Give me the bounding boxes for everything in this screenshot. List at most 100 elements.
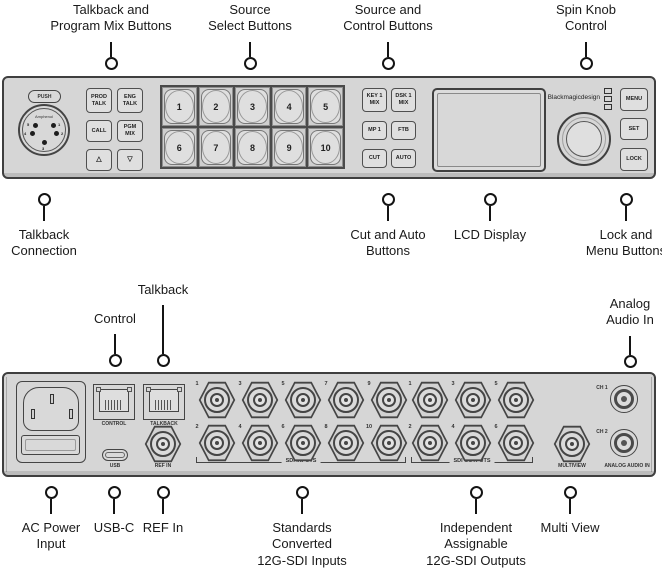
source-button-10: 10 (310, 130, 341, 165)
sdi-output-number: 1 (408, 381, 412, 387)
bnc-ring (247, 430, 273, 456)
callout-dot (156, 354, 170, 368)
callout-label: Multi View (540, 520, 600, 535)
callout-talkback-connection: Talkback Connection (0, 193, 88, 260)
bnc-center-pin (301, 398, 305, 402)
xlr-pin (42, 140, 47, 145)
bnc-center-pin (387, 398, 391, 402)
xlr-pin (33, 123, 38, 128)
bnc-ring (503, 430, 529, 456)
source-control-button-group: KEY 1 MIX DSK 1 MIX MP 1 FTB CUT AUTO (362, 88, 416, 168)
bnc-ring (290, 387, 316, 413)
callout-label: Analog Audio In (606, 296, 654, 328)
sdi-input-number: 4 (238, 424, 242, 430)
callout-dot (469, 486, 483, 499)
source-button-3: 3 (237, 89, 268, 124)
sdi-input-connector-9 (370, 381, 408, 419)
callout-label: USB-C (93, 520, 135, 535)
xlr-pin (54, 131, 59, 136)
front-panel: PUSH Amphenol 5 1 4 2 3 PROD TALK ENG TA… (2, 76, 656, 179)
talkback-button-group: PROD TALK ENG TALK CALL PGM MIX △ ▽ (86, 88, 143, 171)
callout-label: Source and Control Buttons (343, 2, 433, 34)
source-button-ring (238, 131, 267, 164)
sdi-output-number: 2 (408, 424, 412, 430)
callout-multi-view: Multi View (525, 486, 615, 536)
callout-line (113, 499, 115, 514)
bnc-center-pin (344, 441, 348, 445)
source-button-ring (165, 90, 194, 123)
callout-line (301, 499, 303, 514)
analog-audio-ch1-jack (610, 385, 638, 413)
pgm-mix-button: PGM MIX (117, 120, 143, 142)
bnc-center-pin (570, 442, 574, 446)
callout-dot (563, 486, 577, 499)
source-button-2: 2 (200, 89, 232, 124)
callout-line (162, 499, 164, 514)
callout-dot (619, 193, 633, 206)
source-button-label: 10 (320, 142, 331, 153)
bnc-ring (204, 430, 230, 456)
ch2-label: CH 2 (596, 429, 608, 435)
source-button-label: 7 (213, 142, 219, 153)
source-button-cell: 8 (235, 128, 270, 167)
sdi-output-connector-2 (411, 424, 449, 462)
callout-cut-auto: Cut and Auto Buttons (338, 193, 438, 260)
callout-dot (381, 193, 395, 206)
callout-label: Source Select Buttons (208, 2, 292, 34)
source-button-ring (311, 131, 340, 164)
usb-c-port (102, 449, 128, 461)
fuse-drawer-inner (25, 439, 76, 451)
callout-line (50, 499, 52, 514)
callout-spin-knob: Spin Knob Control (506, 2, 662, 70)
xlr-inner-ring (22, 108, 66, 152)
bnc-center-pin (161, 442, 165, 446)
cut-button: CUT (362, 149, 387, 168)
sdi-output-connector-4 (454, 424, 492, 462)
panel-edge-line (651, 377, 652, 472)
multiview-connector (553, 425, 591, 463)
sdi-input-connector-1 (198, 381, 236, 419)
callout-label: Talkback (137, 282, 189, 297)
spin-knob (557, 112, 611, 166)
ftb-button: FTB (391, 121, 416, 140)
source-button-label: 9 (286, 142, 292, 153)
bnc-ring (417, 387, 443, 413)
talkback-ethernet-port (143, 384, 185, 420)
sdi-input-connector-4 (241, 424, 279, 462)
callout-label: Independent Assignable 12G-SDI Outputs (426, 520, 526, 568)
key1-mix-button: KEY 1 MIX (362, 88, 387, 112)
bnc-center-pin (514, 441, 518, 445)
callout-line (585, 41, 587, 57)
xlr-pin (51, 123, 56, 128)
logo-square (604, 104, 612, 110)
source-button-1: 1 (164, 89, 195, 124)
multiview-label: MULTIVIEW (558, 463, 586, 469)
xlr-pin-number: 3 (42, 146, 45, 151)
sdi-input-connector-8 (327, 424, 365, 462)
source-button-ring (311, 90, 340, 123)
sdi-output-connector-6 (497, 424, 535, 462)
callout-sdi-outputs: Independent Assignable 12G-SDI Outputs (406, 486, 546, 569)
source-button-cell: 1 (162, 87, 197, 126)
source-button-7: 7 (200, 130, 232, 165)
rj45-tab (177, 387, 182, 392)
callout-line (475, 499, 477, 514)
sdi-output-number: 3 (451, 381, 455, 387)
sdi-input-number: 10 (365, 424, 373, 430)
bnc-center-pin (301, 441, 305, 445)
sdi-input-connector-3 (241, 381, 279, 419)
callout-label: Standards Converted 12G-SDI Inputs (257, 520, 347, 568)
bnc-center-pin (344, 398, 348, 402)
sdi-output-connector-3 (454, 381, 492, 419)
callout-dot (623, 354, 637, 368)
source-button-cell: 6 (162, 128, 197, 167)
callout-line (162, 305, 164, 355)
sdi-input-connector-2 (198, 424, 236, 462)
ref-in-label: REF IN (154, 463, 172, 469)
sdi-output-number: 6 (494, 424, 498, 430)
source-button-cell: 2 (198, 87, 234, 126)
lcd-screen (437, 93, 541, 167)
rj45-pins (105, 400, 123, 411)
analog-audio-in-label: ANALOG AUDIO IN (604, 463, 650, 469)
